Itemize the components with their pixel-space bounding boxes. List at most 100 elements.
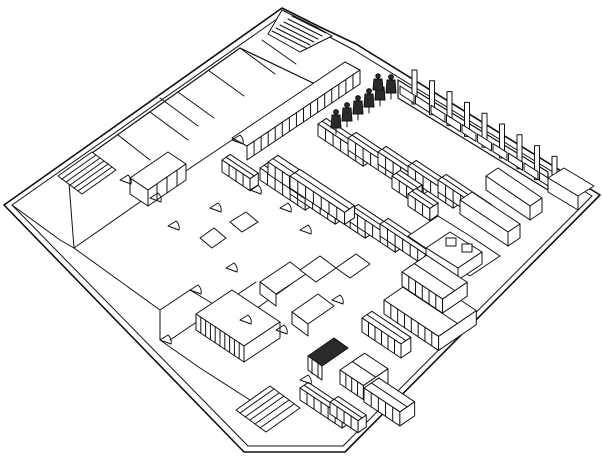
wall-pillar bbox=[481, 112, 488, 148]
wall-pillar bbox=[499, 123, 505, 159]
back-wall-shelving bbox=[231, 61, 361, 161]
door-swing bbox=[189, 284, 202, 295]
gondola-rows bbox=[221, 117, 492, 267]
wall-pillar bbox=[411, 69, 418, 105]
stair-step bbox=[283, 21, 319, 40]
mannequin-head bbox=[333, 109, 339, 115]
shelf-block-side bbox=[400, 336, 412, 359]
door-swing bbox=[225, 262, 238, 273]
stair-step bbox=[279, 24, 315, 43]
mannequin-head bbox=[375, 73, 381, 79]
display-table bbox=[335, 253, 371, 279]
wall-shelf-unit bbox=[523, 162, 539, 181]
cash-register bbox=[461, 243, 473, 253]
gondola-row-spine bbox=[294, 172, 351, 210]
warehouse-wall bbox=[159, 309, 251, 401]
gondola-row-side bbox=[344, 205, 355, 225]
shelf-block-side bbox=[438, 310, 477, 351]
office-partition bbox=[117, 134, 151, 161]
wall-pillar bbox=[446, 91, 453, 127]
office-partition bbox=[239, 47, 276, 75]
door-swing bbox=[299, 374, 312, 385]
outer-wall bbox=[3, 7, 601, 453]
shelf-block-side bbox=[243, 321, 281, 363]
shelf-block-spine bbox=[366, 314, 407, 342]
door-swing bbox=[119, 174, 132, 185]
clothing-rack bbox=[307, 337, 349, 381]
mannequin-body bbox=[363, 93, 375, 108]
stair-step bbox=[287, 18, 323, 37]
wall-shelf-unit bbox=[477, 133, 492, 152]
storage-rack bbox=[199, 227, 227, 249]
wall-pillar bbox=[464, 101, 470, 137]
wall-shelf-unit bbox=[415, 95, 430, 114]
wall-shelf-dividers bbox=[253, 74, 354, 156]
shelf-unit-front bbox=[291, 311, 309, 337]
office-partition bbox=[149, 111, 189, 141]
stair-step bbox=[275, 27, 311, 46]
shelf-dividers bbox=[200, 316, 240, 360]
gondola-row-spine bbox=[383, 220, 430, 252]
warehouse-wall bbox=[73, 247, 191, 311]
office-partition bbox=[261, 39, 297, 65]
storage-racks bbox=[129, 151, 259, 249]
freezer-case-side bbox=[529, 197, 543, 221]
wall-pillars bbox=[399, 69, 558, 191]
mannequin-body bbox=[372, 78, 384, 91]
stair-step bbox=[254, 399, 290, 425]
room-wall bbox=[11, 204, 75, 249]
door-swing bbox=[159, 334, 172, 345]
door-swing bbox=[149, 192, 162, 203]
shelf-unit bbox=[299, 255, 337, 283]
staircase-bottom bbox=[235, 385, 301, 433]
stair-step bbox=[65, 157, 101, 183]
shelf-block-side bbox=[357, 414, 367, 434]
cash-register bbox=[445, 237, 457, 247]
stair-outline bbox=[235, 385, 301, 433]
stair-step bbox=[73, 163, 109, 189]
shelf-block-spine bbox=[333, 398, 363, 419]
freezer-cases bbox=[459, 167, 595, 247]
mannequin-group bbox=[330, 73, 397, 135]
door-swing bbox=[331, 294, 344, 305]
door-swing bbox=[231, 134, 244, 145]
door-swing bbox=[299, 224, 312, 235]
staircase-top bbox=[267, 9, 333, 53]
door-swing bbox=[275, 324, 288, 335]
storage-rack bbox=[229, 211, 259, 233]
mannequin-body bbox=[330, 114, 342, 129]
lower-right-shelving bbox=[299, 254, 477, 434]
stair-step bbox=[61, 154, 97, 180]
mannequin-body bbox=[385, 79, 397, 94]
door-swing bbox=[279, 202, 292, 213]
shelf-block-spine bbox=[351, 361, 377, 378]
stair-step bbox=[77, 166, 113, 192]
stair-step bbox=[271, 30, 307, 49]
shelf-block-side bbox=[399, 401, 416, 427]
lower-left-shelving bbox=[195, 253, 371, 363]
mannequin-head bbox=[388, 74, 394, 80]
office-partition bbox=[177, 91, 215, 119]
mannequin-head bbox=[366, 88, 372, 94]
door-swing bbox=[167, 220, 180, 231]
back-office-wing bbox=[11, 39, 346, 401]
shelf-block-spine bbox=[370, 382, 408, 408]
wall-shelf-unit bbox=[430, 104, 446, 123]
gondola-row-spine bbox=[225, 156, 255, 177]
wall-shelf-unit bbox=[492, 143, 508, 162]
staircase-left bbox=[57, 151, 117, 195]
gondola-row-spine bbox=[395, 172, 419, 189]
mannequin-body bbox=[341, 107, 353, 122]
shelf-block-side bbox=[442, 281, 468, 314]
mannequin-body bbox=[352, 100, 364, 115]
stair-step bbox=[249, 395, 285, 421]
office-partition bbox=[207, 69, 245, 97]
stair-step bbox=[239, 388, 275, 414]
stair-step bbox=[69, 160, 105, 186]
checkout-counter bbox=[407, 215, 501, 281]
door-swing bbox=[249, 184, 262, 195]
stair-step bbox=[259, 403, 295, 429]
wall-shelf-unit bbox=[446, 114, 461, 133]
door-swings bbox=[119, 134, 344, 385]
